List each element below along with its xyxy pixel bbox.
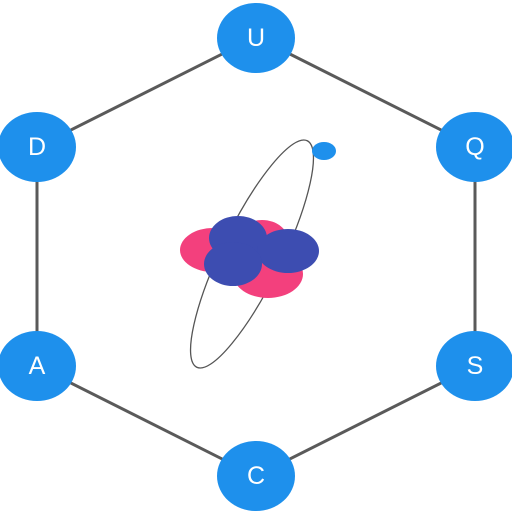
- atom-icon: [180, 139, 336, 369]
- node-u[interactable]: U: [217, 3, 295, 73]
- node-s[interactable]: S: [436, 331, 512, 401]
- electron: [312, 142, 336, 160]
- neutron: [204, 242, 262, 286]
- node-a[interactable]: A: [0, 331, 76, 401]
- neutron: [257, 229, 319, 273]
- node-d[interactable]: D: [0, 112, 76, 182]
- node-q[interactable]: Q: [436, 112, 512, 182]
- node-c[interactable]: C: [217, 441, 295, 511]
